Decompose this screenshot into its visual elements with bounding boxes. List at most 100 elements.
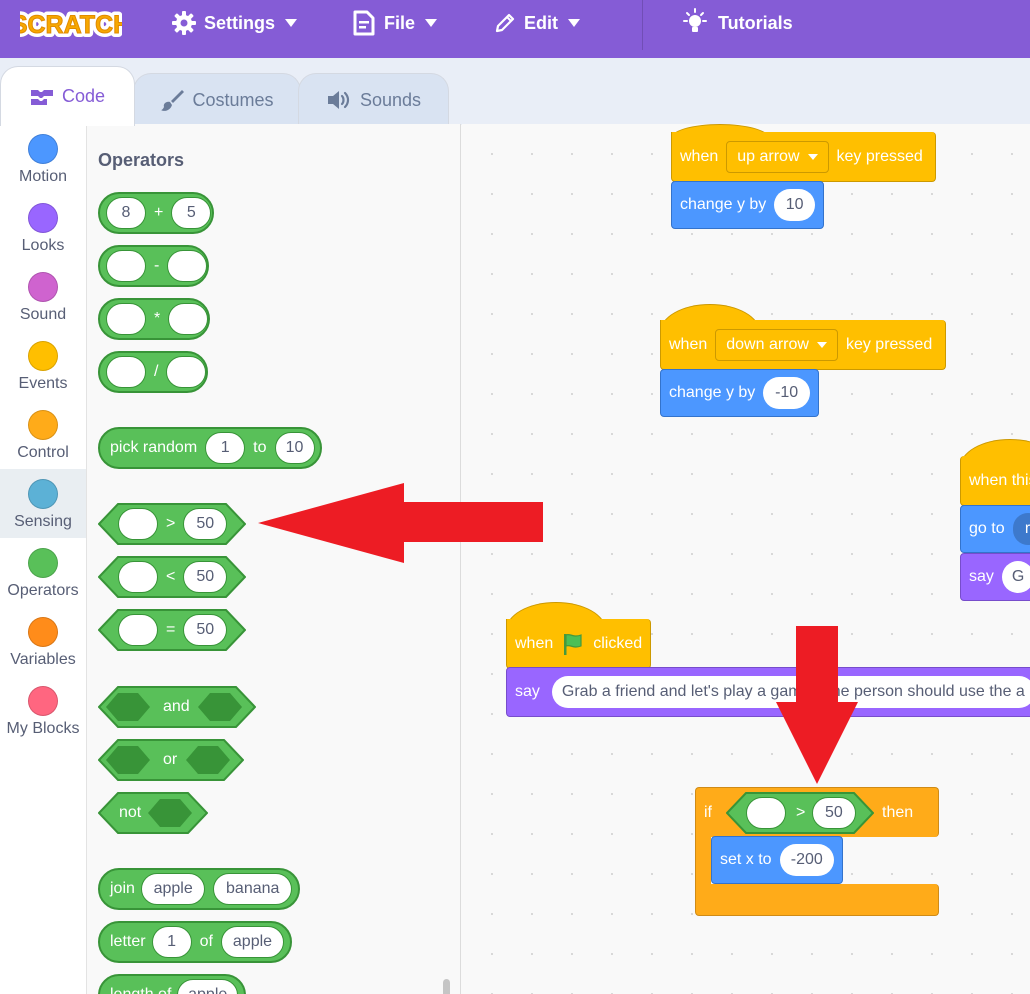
gt-condition-block[interactable]: > 50	[726, 791, 874, 834]
change-y-block[interactable]: change y by -10	[660, 369, 819, 417]
pick-random-block[interactable]: pick random 1 to 10	[98, 427, 322, 469]
category-my-blocks[interactable]: My Blocks	[0, 676, 86, 745]
not-block[interactable]: not	[98, 792, 208, 834]
multiply-left-slot[interactable]	[106, 303, 146, 335]
subtract-operator: -	[154, 257, 160, 274]
change-y-value[interactable]: -10	[763, 377, 810, 409]
tab-code[interactable]: Code	[0, 66, 135, 126]
category-label: Operators	[7, 582, 79, 599]
edit-menu[interactable]: Edit	[494, 8, 588, 38]
tutorials-label: Tutorials	[718, 12, 793, 33]
add-left-slot[interactable]: 8	[106, 197, 146, 229]
less-than-block[interactable]: < 50	[98, 556, 246, 598]
editor-tabs: Code Costumes Sounds	[0, 58, 1030, 126]
category-label: Events	[18, 375, 68, 392]
category-events[interactable]: Events	[0, 331, 86, 400]
when-key-pressed-block[interactable]: when up arrow key pressed	[671, 132, 936, 182]
if-label: if	[704, 803, 712, 821]
add-block[interactable]: 8 + 5	[98, 192, 214, 234]
say-input[interactable]: G	[1001, 561, 1030, 593]
category-label: Looks	[21, 237, 65, 254]
eq-right-slot[interactable]: 50	[183, 614, 228, 646]
category-variables[interactable]: Variables	[0, 607, 86, 676]
key-dropdown[interactable]: down arrow	[715, 328, 838, 361]
set-x-block[interactable]: set x to -200	[711, 836, 843, 884]
category-motion[interactable]: Motion	[0, 124, 86, 193]
add-right-slot[interactable]: 5	[171, 197, 212, 229]
lt-right-slot[interactable]: 50	[183, 561, 228, 593]
gt-right-slot[interactable]: 50	[812, 796, 856, 829]
say-label: say	[515, 683, 540, 700]
gt-left-slot[interactable]	[118, 508, 158, 540]
divide-right-slot[interactable]	[166, 356, 207, 388]
multiply-right-slot[interactable]	[168, 303, 209, 335]
subtract-right-slot[interactable]	[167, 250, 208, 282]
lt-left-slot[interactable]	[118, 561, 158, 593]
letter-index-slot[interactable]: 1	[151, 926, 192, 958]
join-block[interactable]: join apple banana	[98, 868, 300, 910]
palette-scrollbar[interactable]	[443, 979, 450, 994]
say-message-input[interactable]: Grab a friend and let's play a game! One…	[551, 676, 1030, 708]
change-y-value[interactable]: 10	[774, 189, 815, 221]
file-menu[interactable]: File	[352, 8, 445, 38]
go-to-block[interactable]: go to r	[960, 505, 1030, 553]
random-to-slot[interactable]: 10	[274, 432, 315, 464]
tutorials-button[interactable]: Tutorials	[680, 8, 793, 38]
join-second-slot[interactable]: banana	[213, 873, 292, 905]
and-block[interactable]: and	[98, 686, 256, 728]
letter-of-block[interactable]: letter 1 of apple	[98, 921, 292, 963]
multiply-operator: *	[154, 310, 161, 327]
go-to-dropdown[interactable]: r	[1012, 513, 1030, 545]
say-block[interactable]: say Grab a friend and let's play a game!…	[506, 667, 1030, 717]
tab-sounds[interactable]: Sounds	[298, 73, 449, 126]
when-flag-clicked-block[interactable]: when clicked	[506, 619, 651, 669]
category-looks[interactable]: Looks	[0, 193, 86, 262]
and-label: and	[163, 698, 190, 715]
divide-left-slot[interactable]	[106, 356, 146, 388]
set-x-value[interactable]: -200	[779, 844, 834, 876]
category-sensing[interactable]: Sensing	[0, 469, 86, 538]
eq-left-slot[interactable]	[118, 614, 158, 646]
category-control[interactable]: Control	[0, 400, 86, 469]
if-then-block[interactable]: if > 50 then	[695, 787, 939, 837]
scratch-logo[interactable]: SCRATCH SCRATCH	[7, 4, 135, 43]
multiply-block[interactable]: *	[98, 298, 210, 340]
subtract-block[interactable]: -	[98, 245, 209, 287]
divide-block[interactable]: /	[98, 351, 208, 393]
length-string-slot[interactable]: apple	[177, 979, 238, 994]
gt-right-slot[interactable]: 50	[183, 508, 228, 540]
equals-block[interactable]: = 50	[98, 609, 246, 651]
say-block[interactable]: say G	[960, 553, 1030, 601]
random-from-slot[interactable]: 1	[205, 432, 246, 464]
category-operators[interactable]: Operators	[0, 538, 86, 607]
subtract-left-slot[interactable]	[106, 250, 146, 282]
menu-bar: SCRATCH SCRATCH Settings File	[0, 0, 1030, 58]
change-y-label: change y by	[669, 384, 756, 401]
length-of-block[interactable]: length of apple	[98, 974, 246, 994]
letter-string-slot[interactable]: apple	[220, 926, 284, 958]
when-sprite-clicked-block[interactable]: when this	[960, 456, 1030, 506]
when-key-pressed-block[interactable]: when down arrow key pressed	[660, 320, 946, 370]
add-operator: +	[154, 204, 164, 221]
gt-left-slot[interactable]	[746, 796, 786, 829]
chevron-down-icon	[285, 19, 298, 27]
palette-title: Operators	[98, 150, 185, 170]
or-block[interactable]: or	[98, 739, 244, 781]
change-y-block[interactable]: change y by 10	[671, 181, 824, 229]
category-sound[interactable]: Sound	[0, 262, 86, 331]
script-area[interactable]: when up arrow key pressed change y by 10…	[462, 124, 1030, 994]
tab-costumes-label: Costumes	[192, 89, 274, 110]
sound-dot-icon	[28, 272, 58, 302]
lightbulb-icon	[683, 8, 707, 32]
join-first-slot[interactable]: apple	[140, 873, 206, 905]
gt-operator: >	[796, 803, 806, 821]
lt-operator: <	[166, 568, 176, 585]
key-dropdown[interactable]: up arrow	[726, 140, 829, 173]
tab-costumes[interactable]: Costumes	[133, 73, 301, 126]
category-label: Motion	[18, 168, 68, 185]
settings-menu[interactable]: Settings	[172, 8, 305, 38]
chevron-down-icon	[568, 19, 580, 27]
category-label: Variables	[10, 651, 76, 668]
operators-dot-icon	[28, 548, 58, 578]
greater-than-block[interactable]: > 50	[98, 503, 246, 545]
